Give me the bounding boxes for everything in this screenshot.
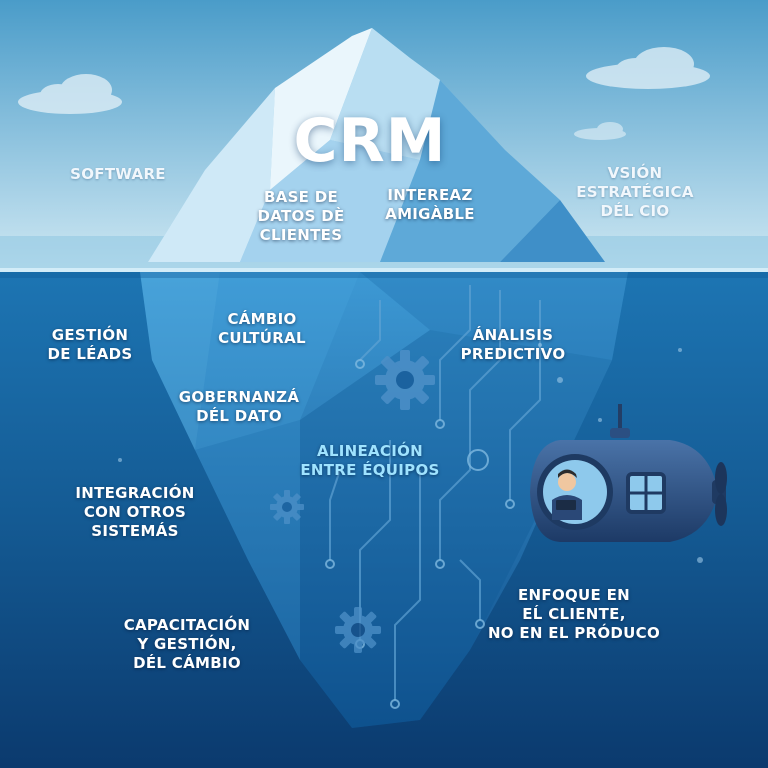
cloud-left (18, 74, 122, 114)
label-enfoque-cliente: ENFOQUE EN EĹ CLIENTE, NO EN EL PRÓDUCO (487, 586, 661, 642)
label-analisis-predictivo: ÁNALISIS PREDICTIVO (460, 326, 566, 363)
gear-icon (375, 350, 435, 410)
facet (500, 200, 605, 262)
gear-icon (270, 490, 304, 524)
facet (140, 272, 220, 450)
cloud-small (574, 122, 626, 140)
facet (240, 140, 420, 262)
circuit-nodes (325, 359, 515, 709)
label-software: SOFTWARE (70, 165, 166, 183)
label-alineacion: ALINEACIÓN ENTRE ÉQUIPOS (300, 442, 440, 479)
label-base-de-datos: BASE DE DATOS DÈ CLIENTES (257, 188, 345, 244)
label-gestion-leads: GESTIÓN DE LÉADS (47, 326, 133, 363)
facet (360, 272, 628, 360)
waterline-shadow (0, 272, 768, 278)
facet (270, 28, 372, 190)
facet (148, 88, 275, 262)
label-capacitacion: CAPACITACIÓN Y GESTIÓN, DÉL CÁMBIO (123, 616, 251, 672)
label-cambio-cultural: CÁMBIO CULTÚRAL (218, 310, 306, 347)
label-interfaz: INTEREAZ AMIGÀBLE (385, 186, 475, 223)
iceberg-underwater (140, 272, 628, 728)
submarine (530, 404, 727, 542)
label-gobernanza: GOBERNANZÁ DÉL DATO (178, 388, 300, 425)
label-vision-estrategica: VSIÓN ESTRATÉGICA DÉL CIO (576, 164, 694, 220)
page-title: CRM (293, 106, 447, 176)
facet (380, 80, 560, 262)
circuit-lines (329, 285, 541, 700)
waterline (0, 268, 768, 272)
facet (195, 420, 300, 660)
facet (195, 272, 360, 450)
bubbles (118, 343, 703, 563)
facet (330, 28, 440, 160)
gear-icon (335, 607, 381, 653)
label-integracion: INTEGRACIÓN CON OTROS SISTEMÁS (75, 484, 195, 540)
cloud-right (586, 47, 710, 89)
